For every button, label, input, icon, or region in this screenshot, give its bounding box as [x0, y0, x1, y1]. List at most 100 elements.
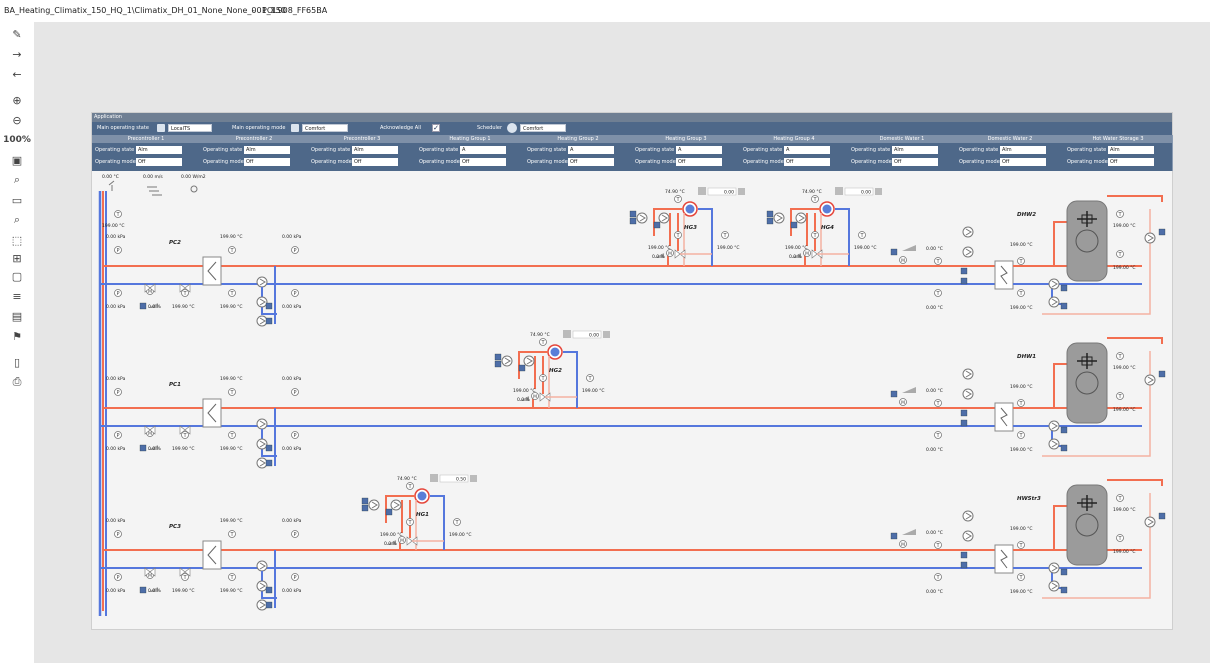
setpoint-icon[interactable]	[430, 474, 438, 482]
group-title[interactable]: Precontroller 2	[200, 135, 308, 143]
pump-icon[interactable]	[1144, 232, 1156, 244]
pump-icon[interactable]	[1048, 278, 1060, 290]
hg-setpoint-box[interactable]	[844, 187, 874, 196]
operating-state-field[interactable]: A	[784, 146, 830, 154]
pump-icon[interactable]	[962, 388, 974, 400]
pump-icon[interactable]	[256, 580, 268, 592]
operating-mode-field[interactable]: Off	[1108, 158, 1154, 166]
pump-button[interactable]	[629, 217, 637, 225]
pump-icon[interactable]	[658, 212, 670, 224]
group-title[interactable]: Domestic Water 2	[956, 135, 1064, 143]
clock-icon[interactable]	[507, 123, 517, 133]
operating-mode-field[interactable]: Off	[460, 158, 506, 166]
scheduler-field[interactable]: Comfort	[520, 124, 566, 132]
hg-setpoint-box[interactable]	[572, 330, 602, 339]
operating-mode-field[interactable]: Off	[676, 158, 722, 166]
step-button[interactable]	[738, 188, 745, 195]
fit-width-icon[interactable]: ⬚	[11, 233, 23, 247]
operating-state-field[interactable]: A	[460, 146, 506, 154]
pump-button[interactable]	[960, 277, 968, 285]
radiator-icon[interactable]	[682, 201, 698, 217]
operating-state-field[interactable]: A	[568, 146, 614, 154]
pump-icon[interactable]	[256, 315, 268, 327]
pump-icon[interactable]	[1048, 438, 1060, 450]
pump-icon[interactable]	[962, 530, 974, 542]
pen-icon[interactable]: ✎	[12, 27, 22, 41]
zoom-area-icon[interactable]: ⌕	[13, 213, 21, 226]
arrow-forward-icon[interactable]: →	[12, 47, 22, 61]
pump-button[interactable]	[494, 353, 502, 361]
fit-icon[interactable]: ▣	[11, 153, 23, 167]
zoom-level[interactable]: 100%	[3, 135, 31, 145]
pump-icon[interactable]	[1048, 420, 1060, 432]
pump-button[interactable]	[653, 221, 661, 229]
arrow-back-icon[interactable]: ←	[12, 67, 22, 81]
pump-icon[interactable]	[1048, 562, 1060, 574]
operating-state-field[interactable]: Alm	[244, 146, 290, 154]
main-operating-state-field[interactable]: LocalTS	[168, 124, 212, 132]
pump-button[interactable]	[1060, 426, 1068, 434]
pump-icon[interactable]	[962, 246, 974, 258]
group-title[interactable]: Domestic Water 1	[848, 135, 956, 143]
group-title[interactable]: Heating Group 2	[524, 135, 632, 143]
valve-button[interactable]	[139, 444, 147, 452]
pump-button[interactable]	[1060, 284, 1068, 292]
pump-icon[interactable]	[501, 355, 513, 367]
pump-button[interactable]	[265, 444, 273, 452]
pump-icon[interactable]	[523, 355, 535, 367]
pump-icon[interactable]	[256, 296, 268, 308]
operating-state-field[interactable]: Alm	[352, 146, 398, 154]
pump-button[interactable]	[1158, 370, 1166, 378]
pump-button[interactable]	[1158, 512, 1166, 520]
group-title[interactable]: Heating Group 4	[740, 135, 848, 143]
group-title[interactable]: Precontroller 3	[308, 135, 416, 143]
storage-tank[interactable]	[1066, 342, 1108, 424]
pump-icon[interactable]	[636, 212, 648, 224]
operating-mode-field[interactable]: Off	[784, 158, 830, 166]
pump-icon[interactable]	[256, 560, 268, 572]
step-button[interactable]	[470, 475, 477, 482]
pump-icon[interactable]	[256, 457, 268, 469]
valve-button[interactable]	[890, 390, 898, 398]
pump-icon[interactable]	[773, 212, 785, 224]
operating-mode-field[interactable]: Off	[136, 158, 182, 166]
mode-icon[interactable]	[291, 124, 299, 132]
pump-icon[interactable]	[368, 499, 380, 511]
window-icon[interactable]: ▭	[11, 193, 23, 207]
pump-icon[interactable]	[256, 418, 268, 430]
hg-setpoint-box[interactable]	[439, 474, 469, 483]
radiator-icon[interactable]	[414, 488, 430, 504]
pump-button[interactable]	[766, 217, 774, 225]
hg-setpoint-box[interactable]	[707, 187, 737, 196]
highlight-icon[interactable]: ▢	[11, 269, 23, 283]
storage-tank[interactable]	[1066, 200, 1108, 282]
setpoint-icon[interactable]	[835, 187, 843, 195]
pump-icon[interactable]	[962, 368, 974, 380]
main-operating-mode-field[interactable]: Comfort	[302, 124, 348, 132]
step-button[interactable]	[603, 331, 610, 338]
valve-button[interactable]	[890, 532, 898, 540]
zoom-in-icon[interactable]: ⊕	[12, 93, 22, 107]
pump-button[interactable]	[790, 221, 798, 229]
layers-icon[interactable]: ⊞	[12, 251, 22, 265]
pump-icon[interactable]	[256, 438, 268, 450]
list-icon[interactable]: ≡	[12, 289, 22, 303]
operating-state-field[interactable]: Alm	[1000, 146, 1046, 154]
radiator-icon[interactable]	[547, 344, 563, 360]
pump-button[interactable]	[629, 210, 637, 218]
pump-button[interactable]	[1060, 302, 1068, 310]
comment-icon[interactable]: ▤	[11, 309, 23, 323]
pump-button[interactable]	[960, 409, 968, 417]
pump-button[interactable]	[265, 601, 273, 609]
flag-icon[interactable]: ⚑	[12, 329, 22, 343]
state-icon[interactable]	[157, 124, 165, 132]
operating-state-field[interactable]: Alm	[136, 146, 182, 154]
pump-icon[interactable]	[1048, 296, 1060, 308]
pump-button[interactable]	[960, 267, 968, 275]
operating-mode-field[interactable]: Off	[892, 158, 938, 166]
operating-state-field[interactable]: A	[676, 146, 722, 154]
page-icon[interactable]: ▯	[13, 355, 21, 369]
operating-state-field[interactable]: Alm	[892, 146, 938, 154]
group-title[interactable]: Precontroller 1	[92, 135, 200, 143]
pump-button[interactable]	[1060, 444, 1068, 452]
